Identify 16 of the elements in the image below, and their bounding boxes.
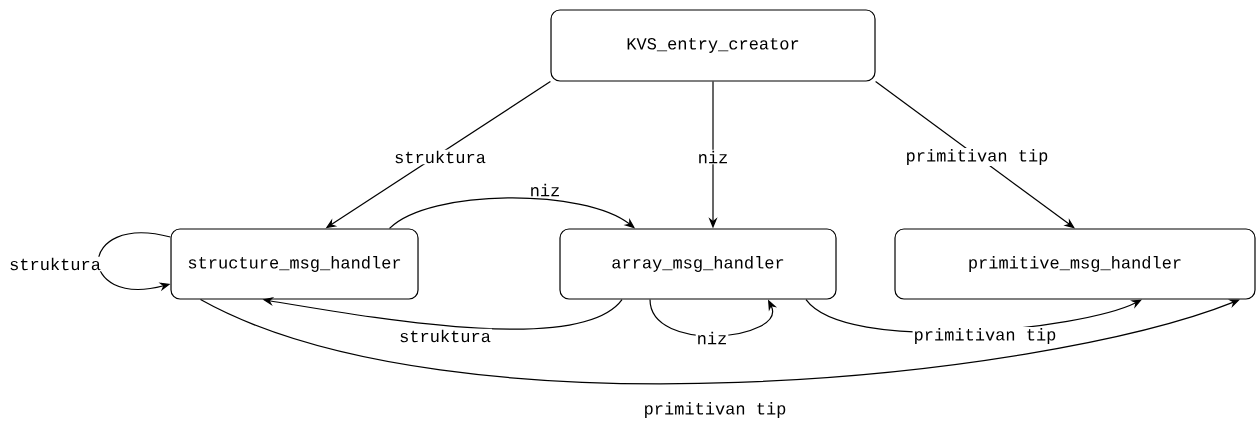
arrow: [388, 197, 635, 229]
arrow: [875, 81, 1075, 229]
handler-box: KVS_entry_creator: [550, 9, 876, 82]
edge-label: primitivan tip: [904, 148, 1050, 166]
edge-label: niz: [696, 149, 730, 165]
edge-label: niz: [695, 330, 729, 346]
handler-box: structure_msg_handler: [170, 228, 419, 300]
handler-box: primitive_msg_handler: [894, 228, 1256, 300]
arrow: [199, 299, 1240, 385]
edge-label: primitivan tip: [642, 401, 788, 419]
edge-label: primitivan tip: [912, 327, 1058, 345]
edge-label: niz: [528, 182, 562, 198]
edge-label: struktura: [398, 328, 492, 344]
handler-box: array_msg_handler: [559, 228, 837, 300]
edge-label: struktura: [393, 149, 487, 165]
edge-label: struktura: [8, 256, 102, 272]
